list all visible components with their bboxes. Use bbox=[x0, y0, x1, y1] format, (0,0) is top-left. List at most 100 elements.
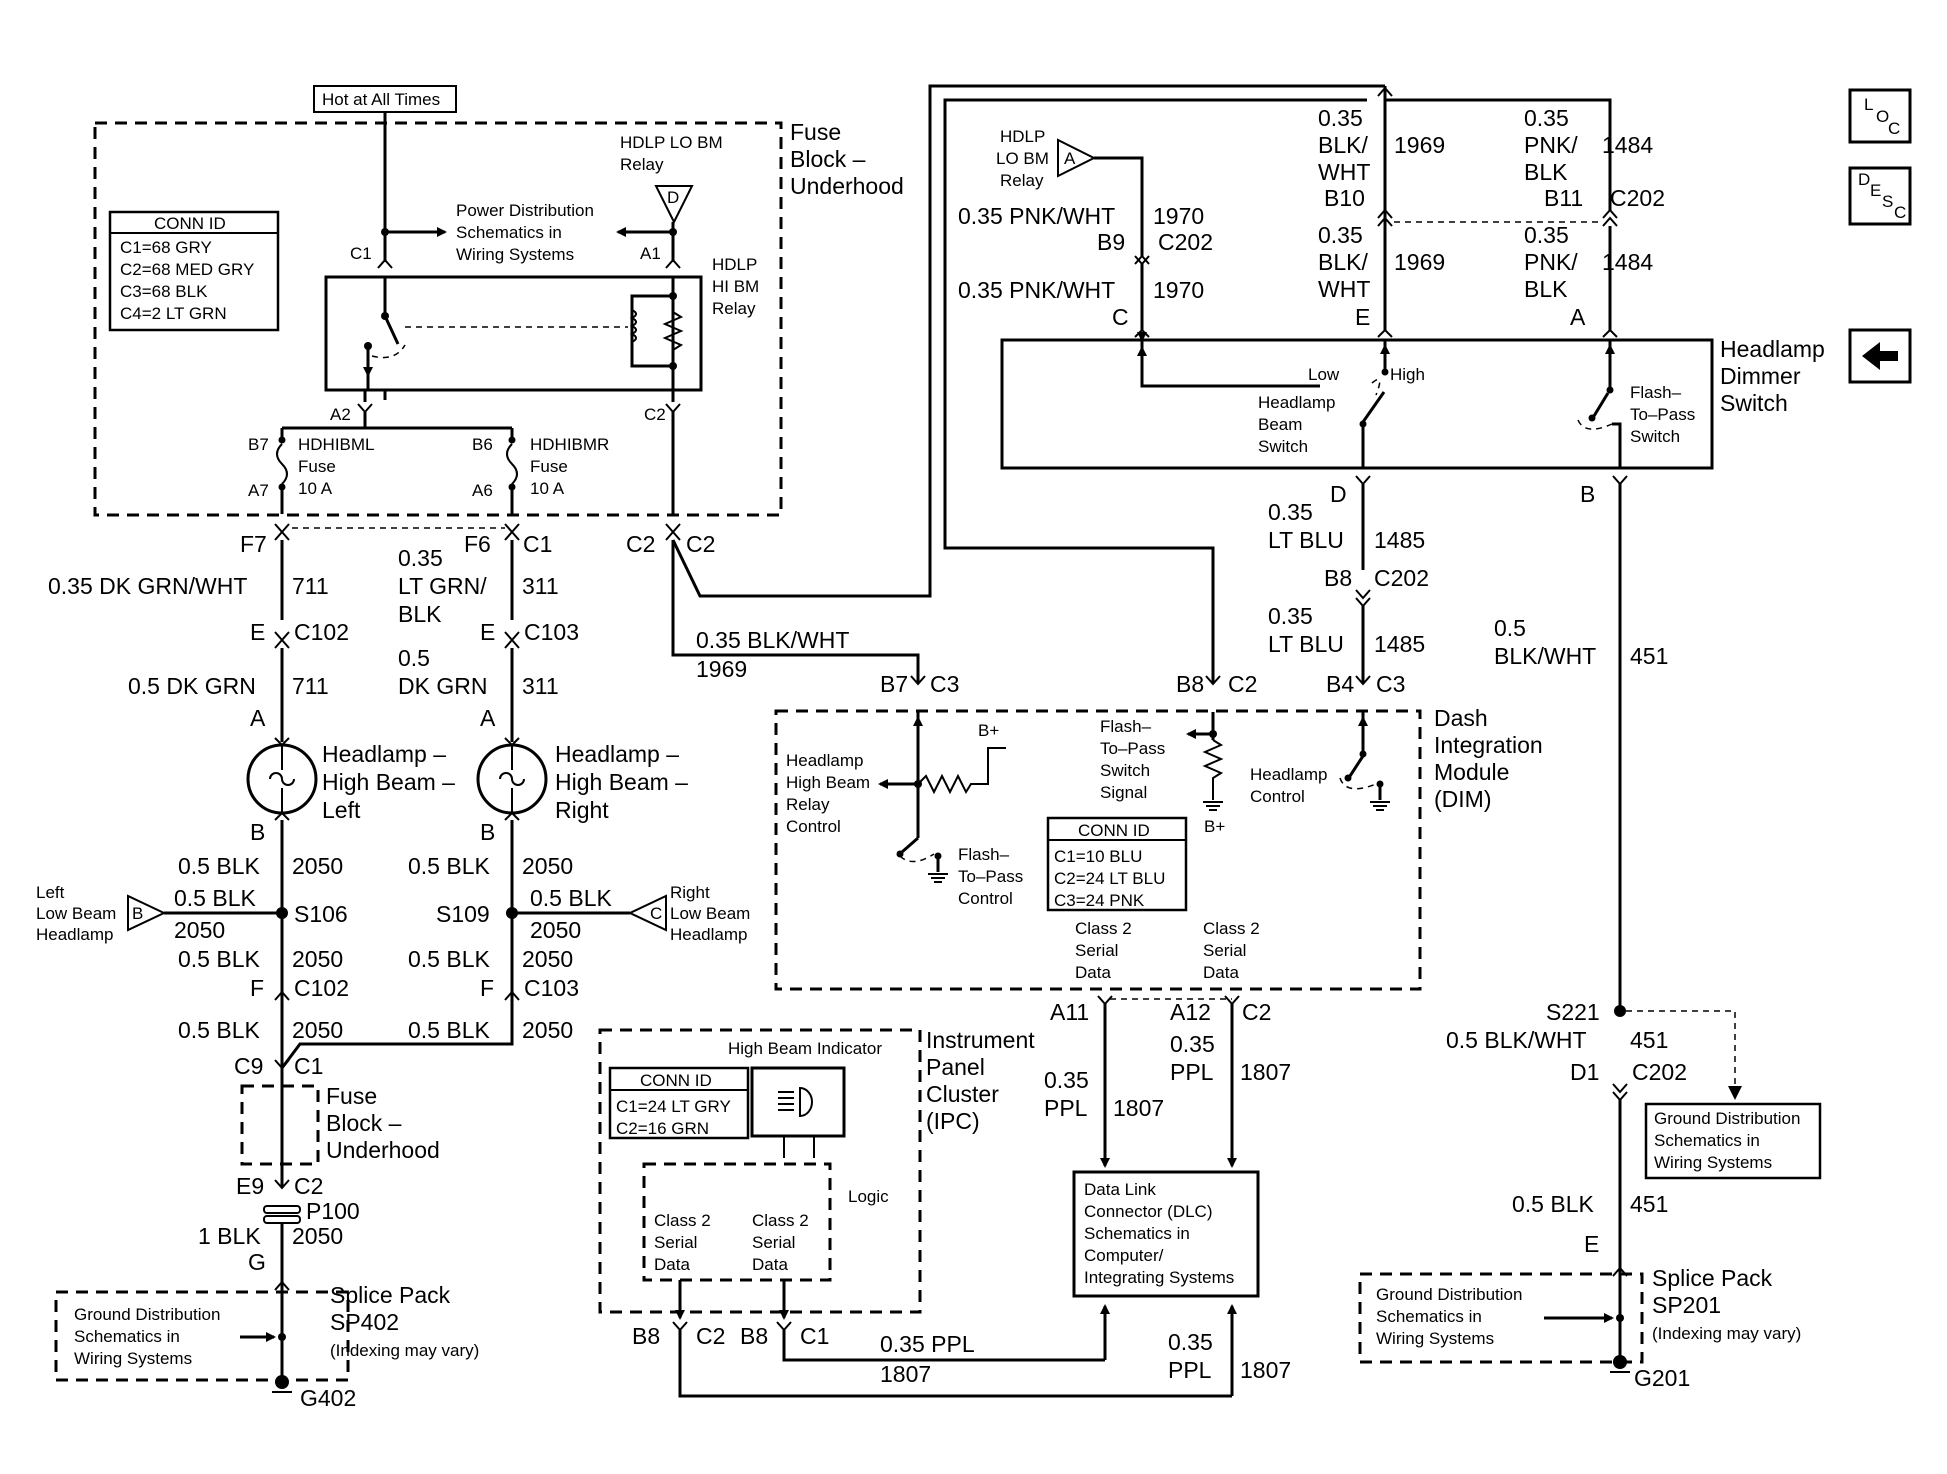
svg-text:C: C bbox=[1112, 304, 1129, 330]
svg-text:Dimmer: Dimmer bbox=[1720, 363, 1801, 389]
svg-text:E: E bbox=[1584, 1231, 1599, 1257]
svg-text:E: E bbox=[480, 619, 495, 645]
svg-text:Power Distribution: Power Distribution bbox=[456, 201, 594, 220]
svg-text:C4=2 LT GRN: C4=2 LT GRN bbox=[120, 304, 227, 323]
back-arrow-icon bbox=[1862, 342, 1898, 370]
svg-text:Right: Right bbox=[670, 883, 710, 902]
svg-text:DK GRN: DK GRN bbox=[398, 673, 487, 699]
svg-text:Serial: Serial bbox=[1203, 941, 1246, 960]
svg-text:C2: C2 bbox=[696, 1323, 725, 1349]
svg-text:Relay: Relay bbox=[620, 155, 664, 174]
svg-text:To–Pass: To–Pass bbox=[1630, 405, 1695, 424]
svg-text:SP201: SP201 bbox=[1652, 1292, 1721, 1318]
svg-text:Right: Right bbox=[555, 797, 609, 823]
svg-text:B7: B7 bbox=[880, 671, 908, 697]
svg-text:C102: C102 bbox=[294, 975, 349, 1001]
back-button[interactable] bbox=[1848, 328, 1912, 384]
svg-text:Headlamp: Headlamp bbox=[786, 751, 864, 770]
svg-text:S221: S221 bbox=[1546, 999, 1600, 1025]
svg-text:A7: A7 bbox=[248, 481, 269, 500]
svg-text:Switch: Switch bbox=[1630, 427, 1680, 446]
hdlp-lo-bm-relay-ref-right[interactable]: HDLP LO BM Relay A bbox=[996, 127, 1097, 190]
ftp-control-label: Flash– To–Pass Control bbox=[958, 845, 1023, 908]
ipc-serial-data-1: Class 2 Serial Data bbox=[654, 1211, 711, 1274]
svg-text:1807: 1807 bbox=[880, 1361, 931, 1387]
svg-text:Headlamp: Headlamp bbox=[1250, 765, 1328, 784]
svg-text:C: C bbox=[1894, 203, 1906, 222]
svg-text:Wiring Systems: Wiring Systems bbox=[456, 245, 574, 264]
dim-serial-data-1: Class 2 Serial Data bbox=[1075, 919, 1132, 982]
dash-integration-module bbox=[774, 709, 1422, 991]
svg-text:Headlamp –: Headlamp – bbox=[322, 741, 446, 767]
svg-text:B8: B8 bbox=[632, 1323, 660, 1349]
svg-text:1807: 1807 bbox=[1240, 1357, 1291, 1383]
svg-text:B8: B8 bbox=[1324, 565, 1352, 591]
svg-text:Serial: Serial bbox=[1075, 941, 1118, 960]
dim-title: Dash Integration Module (DIM) bbox=[1434, 705, 1543, 812]
svg-text:B9: B9 bbox=[1097, 229, 1125, 255]
headlamp-control-label: Headlamp Control bbox=[1250, 765, 1328, 806]
svg-text:P100: P100 bbox=[306, 1198, 360, 1224]
svg-text:2050: 2050 bbox=[522, 853, 573, 879]
svg-text:PPL: PPL bbox=[1168, 1357, 1212, 1383]
svg-text:(Indexing may vary): (Indexing may vary) bbox=[1652, 1324, 1801, 1343]
svg-text:1484: 1484 bbox=[1602, 132, 1653, 158]
svg-text:C1: C1 bbox=[523, 531, 552, 557]
left-low-beam-ref[interactable]: Left Low Beam Headlamp B bbox=[36, 883, 167, 944]
svg-text:Low: Low bbox=[1308, 365, 1340, 384]
svg-text:311: 311 bbox=[522, 573, 559, 599]
svg-text:Switch: Switch bbox=[1100, 761, 1150, 780]
svg-text:CONN ID: CONN ID bbox=[640, 1071, 712, 1090]
svg-text:Block –: Block – bbox=[790, 146, 866, 172]
svg-text:2050: 2050 bbox=[292, 853, 343, 879]
high-beam-indicator-label: High Beam Indicator bbox=[728, 1039, 882, 1058]
svg-text:BLK/: BLK/ bbox=[1318, 132, 1368, 158]
hdlp-lo-bm-relay-ref: HDLP LO BM Relay D bbox=[620, 133, 723, 225]
svg-text:C102: C102 bbox=[294, 619, 349, 645]
svg-text:0.5 BLK: 0.5 BLK bbox=[178, 853, 260, 879]
svg-text:C2=16 GRN: C2=16 GRN bbox=[616, 1119, 709, 1138]
ground-dist-ref-right[interactable]: Ground Distribution Schematics in Wiring… bbox=[1644, 1102, 1822, 1180]
svg-text:0.5 BLK: 0.5 BLK bbox=[408, 1017, 490, 1043]
dlc-label: Data Link Connector (DLC) Schematics in … bbox=[1084, 1180, 1234, 1287]
svg-text:Control: Control bbox=[786, 817, 841, 836]
svg-text:CONN ID: CONN ID bbox=[1078, 821, 1150, 840]
hdhibml-fuse-icon bbox=[276, 443, 288, 485]
svg-text:B: B bbox=[132, 904, 143, 923]
svg-text:B11: B11 bbox=[1544, 185, 1583, 211]
location-button[interactable]: L O C bbox=[1848, 88, 1912, 144]
ground-dist-ref-sp201[interactable]: Ground Distribution Schematics in Wiring… bbox=[1376, 1285, 1522, 1348]
svg-text:BLK: BLK bbox=[1524, 276, 1568, 302]
svg-text:A: A bbox=[1570, 304, 1586, 330]
svg-text:Headlamp –: Headlamp – bbox=[555, 741, 679, 767]
svg-text:Control: Control bbox=[958, 889, 1013, 908]
svg-text:Serial: Serial bbox=[654, 1233, 697, 1252]
svg-text:0.35: 0.35 bbox=[1168, 1329, 1213, 1355]
svg-text:E9: E9 bbox=[236, 1173, 264, 1199]
svg-text:CONN ID: CONN ID bbox=[154, 214, 226, 233]
svg-text:C202: C202 bbox=[1158, 229, 1213, 255]
right-low-beam-ref[interactable]: C Right Low Beam Headlamp bbox=[627, 883, 750, 944]
svg-text:C103: C103 bbox=[524, 619, 579, 645]
power-distribution-ref[interactable]: Power Distribution Schematics in Wiring … bbox=[456, 201, 594, 264]
svg-text:0.35: 0.35 bbox=[1524, 222, 1569, 248]
hdhibmr-fuse-label: HDHIBMR Fuse 10 A bbox=[530, 435, 609, 498]
svg-text:0.35 PPL: 0.35 PPL bbox=[880, 1331, 975, 1357]
svg-text:A: A bbox=[250, 705, 266, 731]
ipc-serial-data-2: Class 2 Serial Data bbox=[752, 1211, 809, 1274]
svg-text:10 A: 10 A bbox=[298, 479, 333, 498]
svg-text:L: L bbox=[1864, 95, 1873, 114]
svg-text:Data: Data bbox=[1203, 963, 1239, 982]
dimmer-switch-title: Headlamp Dimmer Switch bbox=[1720, 336, 1825, 416]
ground-dist-ref-left[interactable]: Ground Distribution Schematics in Wiring… bbox=[74, 1305, 220, 1368]
g402-ground-icon bbox=[272, 1375, 292, 1393]
svg-text:2050: 2050 bbox=[292, 1017, 343, 1043]
data-link-connector-ref[interactable] bbox=[1072, 1170, 1260, 1298]
description-button[interactable]: D E S C bbox=[1848, 166, 1912, 226]
svg-text:Relay: Relay bbox=[712, 299, 756, 318]
svg-text:LT BLU: LT BLU bbox=[1268, 631, 1344, 657]
svg-text:HI BM: HI BM bbox=[712, 277, 759, 296]
svg-text:HDLP: HDLP bbox=[712, 255, 757, 274]
svg-text:1807: 1807 bbox=[1113, 1095, 1164, 1121]
